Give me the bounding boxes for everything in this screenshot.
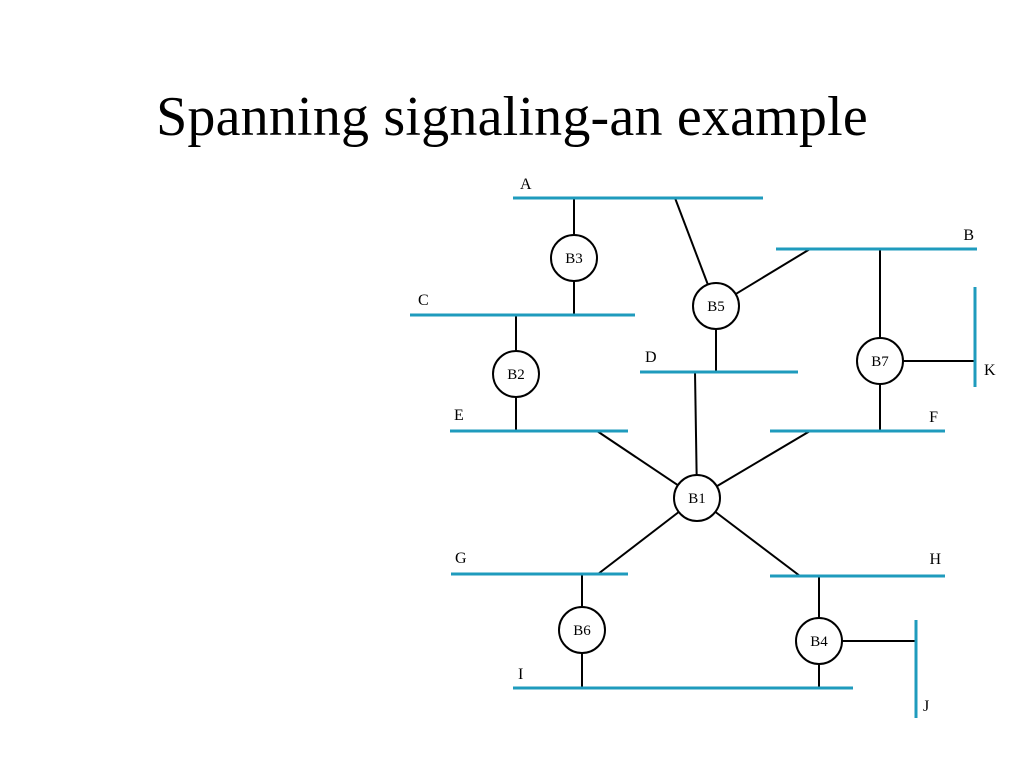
link-b1-e — [596, 430, 679, 487]
link-b1-g — [597, 511, 680, 575]
bridge-b7 — [856, 337, 904, 385]
lan-label-g: G — [455, 550, 467, 567]
lan-label-b: B — [963, 227, 974, 244]
bridge-b1 — [673, 474, 721, 522]
bridge-label-b5: B5 — [707, 299, 725, 315]
page-title: Spanning signaling-an example — [156, 86, 868, 148]
lan-label-h: H — [929, 551, 941, 568]
bridge-label-b3: B3 — [565, 251, 583, 267]
lan-label-j: J — [923, 698, 929, 715]
bridge-label-b7: B7 — [871, 354, 889, 370]
lans-layer — [410, 196, 977, 718]
bridge-b2 — [492, 350, 540, 398]
lan-label-i: I — [518, 666, 523, 683]
link-b5-b — [735, 248, 811, 295]
bridge-label-b2: B2 — [507, 367, 525, 383]
lan-label-c: C — [418, 292, 429, 309]
lan-label-e: E — [454, 407, 464, 424]
bridge-b3 — [550, 234, 598, 282]
bridge-b6 — [558, 606, 606, 654]
bridge-b5 — [692, 282, 740, 330]
link-b1-h — [714, 511, 801, 577]
bridge-b4 — [795, 617, 843, 665]
labels-layer: A B C D E F G H I J K — [418, 176, 996, 715]
link-b1-f — [716, 430, 811, 488]
bridge-label-b6: B6 — [573, 623, 591, 639]
link-b1-d — [694, 371, 698, 476]
bridge-label-b1: B1 — [688, 491, 706, 507]
link-b5-a — [674, 197, 709, 285]
lan-label-a: A — [520, 176, 532, 193]
lan-label-d: D — [645, 349, 657, 366]
links-layer — [515, 197, 975, 688]
lan-label-k: K — [984, 362, 996, 379]
lan-label-f: F — [929, 409, 938, 426]
bridge-label-b4: B4 — [810, 634, 828, 650]
